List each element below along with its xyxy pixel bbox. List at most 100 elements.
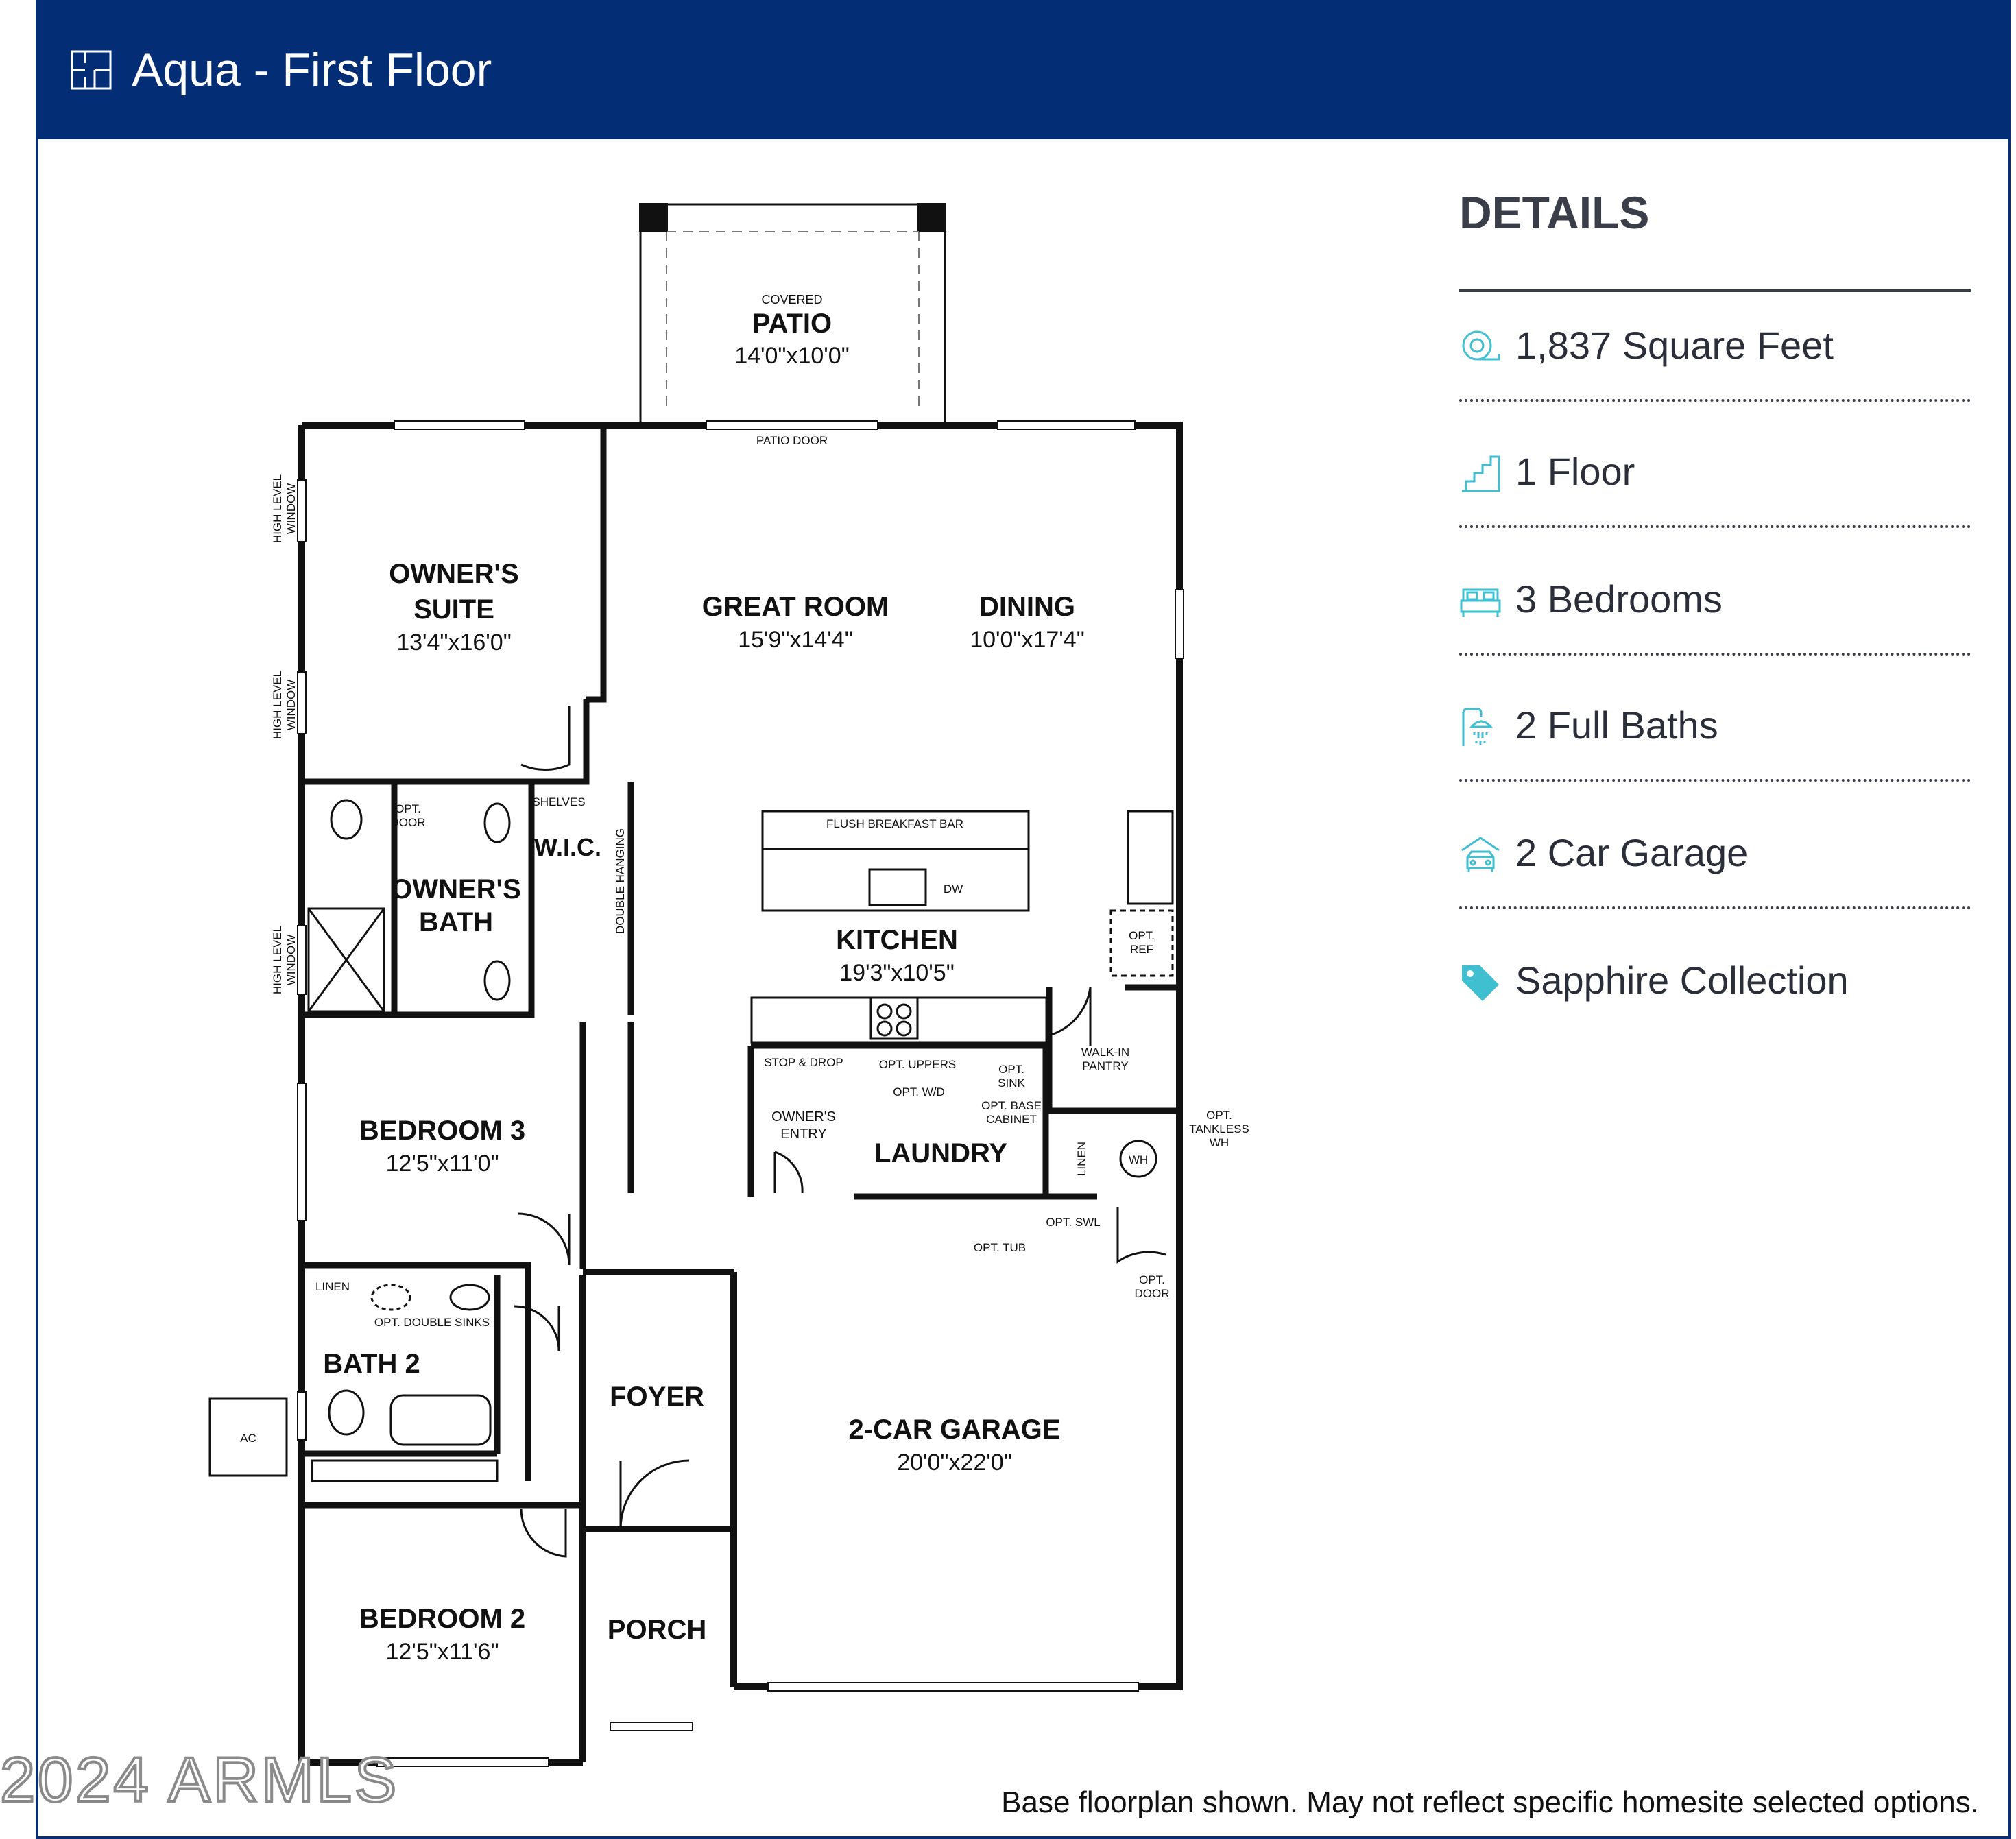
porch-label: PORCH (608, 1615, 706, 1645)
opt-base-note-2: CABINET (986, 1113, 1037, 1126)
detail-baths-text: 2 Full Baths (1515, 704, 1718, 747)
watermark: 2024 ARMLS (0, 1744, 400, 1816)
wh-note: WH (1129, 1153, 1148, 1166)
opt-base-note-1: OPT. BASE (981, 1099, 1042, 1112)
patio-door-note: PATIO DOOR (756, 434, 828, 447)
dining-size: 10'0"x17'4" (970, 627, 1085, 653)
bedroom-2-size: 12'5"x11'6" (385, 1639, 499, 1665)
page-title: Aqua - First Floor (132, 44, 492, 96)
detail-divider (1459, 525, 1971, 528)
stop-drop-note: STOP & DROP (764, 1056, 843, 1069)
square-feet-icon (1462, 330, 1500, 361)
disclaimer: Base floorplan shown. May not reflect sp… (1001, 1786, 1979, 1819)
owners-suite-label-1: OWNER'S (389, 559, 519, 589)
opt-door-note-2: DOOR (391, 816, 426, 829)
details-heading: DETAILS (1459, 187, 1650, 238)
high-window-note-1b: WINDOW (285, 483, 298, 535)
patio-label: PATIO (752, 309, 832, 339)
opt-double-sinks-note: OPT. DOUBLE SINKS (374, 1316, 490, 1329)
garage-size: 20'0"x22'0" (897, 1450, 1012, 1476)
bedroom-3-size: 12'5"x11'0" (385, 1151, 499, 1177)
flush-bar-note: FLUSH BREAKFAST BAR (826, 817, 963, 830)
detail-floors: 1 Floor (1459, 416, 1971, 542)
opt-wd-note: OPT. W/D (893, 1085, 945, 1098)
opt-door-note-3: OPT. (1139, 1273, 1165, 1286)
shower-icon (1462, 708, 1493, 746)
doors (514, 706, 1166, 1558)
opt-sink-note-2: SINK (998, 1077, 1025, 1090)
detail-square-feet-text: 1,837 Square Feet (1515, 324, 1834, 367)
kitchen-label: KITCHEN (836, 925, 958, 955)
owners-suite-size: 13'4"x16'0" (396, 629, 512, 656)
bedroom-2-label: BEDROOM 2 (359, 1604, 525, 1634)
high-window-note-2a: HIGH LEVEL (271, 671, 284, 739)
owners-entry-note-2: ENTRY (780, 1127, 826, 1142)
high-window-note-1a: HIGH LEVEL (271, 474, 284, 543)
opt-tub-note: OPT. TUB (974, 1241, 1026, 1254)
great-room-label: GREAT ROOM (702, 592, 889, 622)
detail-garage: 2 Car Garage (1459, 797, 1971, 923)
high-window-note-2b: WINDOW (285, 680, 298, 731)
interior-walls (302, 425, 1179, 1532)
kitchen-size: 19'3"x10'5" (839, 960, 955, 986)
opt-ref-note-2: REF (1130, 943, 1153, 956)
owners-bath-label-1: OWNER'S (391, 874, 521, 904)
walkin-pantry-note-2: PANTRY (1082, 1059, 1128, 1072)
linen-note-1: LINEN (1075, 1142, 1088, 1176)
patio-covered-note: COVERED (761, 293, 822, 306)
detail-garage-text: 2 Car Garage (1515, 831, 1749, 874)
opt-uppers-note: OPT. UPPERS (879, 1058, 956, 1071)
kitchen-fixtures (750, 810, 1174, 1044)
high-window-note-3a: HIGH LEVEL (271, 926, 284, 994)
opt-ref-note-1: OPT. (1129, 929, 1155, 942)
stairs-icon (1462, 455, 1500, 492)
walkin-pantry-note-1: WALK-IN (1081, 1046, 1129, 1059)
opt-door-note-1: OPT. (395, 802, 421, 815)
detail-divider (1459, 906, 1971, 909)
garage-icon (1461, 837, 1500, 872)
bed-icon (1460, 588, 1501, 617)
owners-suite-label-2: SUITE (413, 594, 494, 625)
bath-2-label: BATH 2 (323, 1349, 420, 1379)
plan-notes: HIGH LEVEL WINDOW HIGH LEVEL WINDOW HIGH… (240, 474, 1249, 1445)
details-rule (1459, 289, 1971, 292)
high-window-note-3b: WINDOW (285, 935, 298, 986)
detail-collection: Sapphire Collection (1459, 924, 1971, 1050)
linen-note-2: LINEN (315, 1280, 350, 1293)
page-frame (36, 0, 2011, 1839)
detail-square-feet: 1,837 Square Feet (1459, 289, 1971, 416)
ac-note: AC (240, 1432, 256, 1445)
header-bar: Aqua - First Floor (36, 0, 2011, 139)
detail-floors-text: 1 Floor (1515, 450, 1635, 493)
double-hanging-note: DOUBLE HANGING (614, 828, 627, 934)
laundry-label: LAUNDRY (874, 1138, 1007, 1168)
owners-entry-note-1: OWNER'S (771, 1109, 836, 1125)
bath-fixtures (208, 799, 1157, 1482)
details-panel: DETAILS 1,837 Square Feet 1 Floor 3 Bedr… (1459, 185, 1971, 1002)
detail-divider (1459, 653, 1971, 656)
patio-size: 14'0"x10'0" (734, 343, 850, 369)
shelves-note: SHELVES (532, 795, 585, 808)
great-room-size: 15'9"x14'4" (738, 627, 853, 653)
room-labels: COVERED PATIO 14'0"x10'0" PATIO DOOR OWN… (323, 293, 1085, 1665)
floor-plan: COVERED PATIO 14'0"x10'0" PATIO DOOR OWN… (208, 203, 1249, 1767)
opt-sink-note-1: OPT. (998, 1063, 1024, 1076)
tag-icon (1462, 965, 1499, 1001)
garage-label: 2-CAR GARAGE (849, 1415, 1061, 1445)
dw-note: DW (944, 882, 963, 896)
wic-label: W.I.C. (534, 833, 601, 861)
windows (297, 420, 1184, 1767)
opt-tankless-note-2: TANKLESS (1189, 1122, 1249, 1135)
detail-bedrooms: 3 Bedrooms (1459, 543, 1971, 669)
opt-tankless-note-3: WH (1210, 1136, 1229, 1149)
opt-door-note-4: DOOR (1135, 1287, 1170, 1300)
detail-divider (1459, 779, 1971, 782)
detail-collection-text: Sapphire Collection (1515, 959, 1849, 1002)
detail-divider (1459, 399, 1971, 402)
opt-tankless-note-1: OPT. (1206, 1109, 1232, 1122)
owners-bath-label-2: BATH (419, 907, 493, 937)
detail-baths: 2 Full Baths (1459, 669, 1971, 795)
detail-bedrooms-text: 3 Bedrooms (1515, 577, 1723, 621)
floorplan-icon (71, 50, 112, 90)
dining-label: DINING (979, 592, 1075, 622)
